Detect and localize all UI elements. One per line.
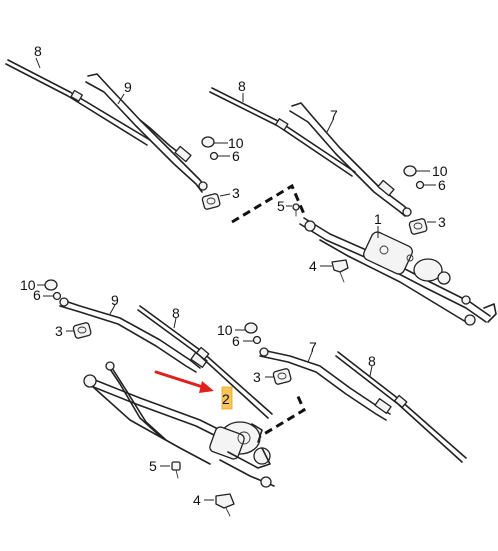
top-right-nut-6 (415, 180, 425, 190)
top-left-wiper-arm-9 (85, 73, 208, 193)
top-right-bolt-5 (292, 203, 300, 217)
callout-8-top-left: 8 (34, 43, 42, 59)
callout-8-top-right: 8 (238, 78, 246, 94)
callout-3-bottom-mid: 3 (253, 369, 261, 385)
callout-6-bottom-mid: 6 (232, 333, 240, 349)
top-right-nut-cap-10 (403, 165, 417, 177)
callout-8-bottom-left: 8 (172, 305, 180, 321)
callout-10-bottom-left: 10 (20, 277, 36, 293)
callout-3-bottom-left: 3 (55, 323, 63, 339)
callout-6-bottom-left: 6 (33, 287, 41, 303)
top-dashed-connector (231, 183, 306, 224)
callout-10-top-left: 10 (228, 135, 244, 151)
red-arrow-icon (154, 370, 214, 393)
bottom-clip-4 (215, 493, 235, 517)
top-right-wiper-arm-7 (289, 102, 412, 217)
callout-6-top-left: 6 (232, 148, 240, 164)
callout-6-top-right: 6 (438, 177, 446, 193)
bottom-mid-wiper-arm-7 (259, 347, 392, 421)
callout-7-top-right: 7 (330, 107, 338, 123)
top-right-wiper-blade-8 (209, 87, 356, 177)
bottom-mid-cover-3 (272, 368, 292, 385)
callout-3-top-right: 3 (438, 214, 446, 230)
callout-3-top-left: 3 (232, 185, 240, 201)
callout-2-bottom: 2 (222, 391, 230, 407)
top-right-cover-3 (408, 218, 428, 235)
callout-9-top-left: 9 (124, 79, 132, 95)
bottom-motor-linkage-2 (83, 361, 275, 488)
callout-10-top-right: 10 (432, 163, 448, 179)
callout-9-bottom-left: 9 (111, 292, 119, 308)
top-left-nut-6 (209, 151, 219, 161)
callout-4-top: 4 (309, 258, 317, 274)
callout-4-bottom: 4 (193, 492, 201, 508)
callout-7-bottom-mid: 7 (309, 339, 317, 355)
bottom-blade-8-left (137, 305, 273, 419)
callout-5-top-right: 5 (277, 198, 285, 214)
bottom-mid-nut-cap-10 (244, 322, 258, 334)
callout-1-top: 1 (374, 211, 382, 227)
bottom-dashed-connector (253, 391, 306, 442)
bottom-bolt-5 (171, 461, 181, 479)
top-left-cover-3 (201, 193, 221, 210)
callout-8-bottom-right: 8 (368, 353, 376, 369)
callout-10-bottom-mid: 10 (217, 322, 233, 338)
top-clip-4 (331, 259, 349, 283)
bottom-mid-nut-6 (252, 335, 262, 345)
top-motor-linkage-1 (299, 217, 497, 326)
bottom-left-nut-cap-10 (44, 279, 58, 291)
top-left-wiper-blade-8 (5, 59, 151, 146)
bottom-left-cover-3 (72, 322, 92, 339)
callout-5-bottom: 5 (149, 458, 157, 474)
top-left-nut-cap-10 (201, 136, 215, 148)
bottom-right-wiper-blade-8 (335, 351, 467, 463)
part-2-highlight (221, 386, 233, 410)
bottom-left-nut-6 (52, 291, 62, 301)
